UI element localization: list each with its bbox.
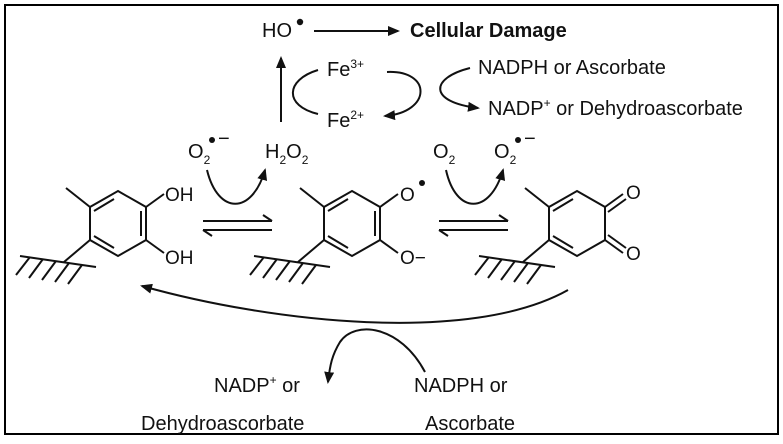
superoxide-left-minus: − xyxy=(218,128,230,150)
fe3-to-fe2-arrow xyxy=(383,70,422,121)
nadph-or-label: NADPH or xyxy=(414,375,508,397)
semiquinone-o-bottom: O− xyxy=(400,248,426,269)
semiquinone-structure xyxy=(249,187,399,285)
semiquinone-o-top: O xyxy=(400,185,415,206)
quinone-structure xyxy=(474,187,627,285)
catechol-structure xyxy=(15,187,165,285)
quinone-o-bottom: O xyxy=(626,244,641,265)
catechol-oh-bottom: OH xyxy=(165,248,194,269)
superoxide-right-dot xyxy=(515,137,521,143)
diagram-border xyxy=(4,4,779,435)
reductant-label: NADPH or Ascorbate xyxy=(478,57,666,79)
fe2-label: Fe2+ xyxy=(327,108,364,132)
h2o2-label: H2O2 xyxy=(265,141,309,167)
quinone-o-top: O xyxy=(626,183,641,204)
radical-dot xyxy=(296,18,304,26)
reduction-cycle: NADP+ or Dehydroascorbate NADPH or Ascor… xyxy=(140,283,569,435)
iron-cycle: HO Cellular Damage Fe3+ Fe2+ NADPH or As… xyxy=(262,18,743,132)
dehydroascorbate-label: Dehydroascorbate xyxy=(141,413,304,435)
fe3-label: Fe3+ xyxy=(327,57,364,81)
reduction-long-arrow xyxy=(140,283,569,324)
reductant-curved-arrow xyxy=(324,328,426,384)
left-equilibrium-arrows xyxy=(202,214,273,237)
oxidized-product-label: NADP+ or Dehydroascorbate xyxy=(488,96,743,120)
right-curved-arrow xyxy=(445,168,506,205)
hydroxyl-radical-label: HO xyxy=(262,20,292,42)
superoxide-right-label: O2 xyxy=(494,141,517,167)
right-equilibrium-arrows xyxy=(438,214,509,237)
surface-line-2 xyxy=(253,255,331,268)
ascorbate-label: Ascorbate xyxy=(425,413,515,435)
cellular-damage-label: Cellular Damage xyxy=(410,20,567,42)
fe-curve xyxy=(291,69,319,115)
catechol-oh-top: OH xyxy=(165,185,194,206)
superoxide-left-label: O2 xyxy=(188,141,211,167)
surface-line-3 xyxy=(478,255,556,268)
oxygen-label: O2 xyxy=(433,141,456,167)
surface-line-1 xyxy=(19,255,97,268)
superoxide-right-minus: − xyxy=(524,128,536,150)
middle-reactants: O2 − H2O2 O2 O2 − xyxy=(188,128,536,237)
reductant-oxidation-arrow xyxy=(439,67,480,112)
superoxide-left-dot xyxy=(209,137,215,143)
semiquinone-radical-dot xyxy=(419,180,425,186)
nadp-label: NADP+ or xyxy=(214,373,300,397)
left-curved-arrow xyxy=(206,168,268,205)
